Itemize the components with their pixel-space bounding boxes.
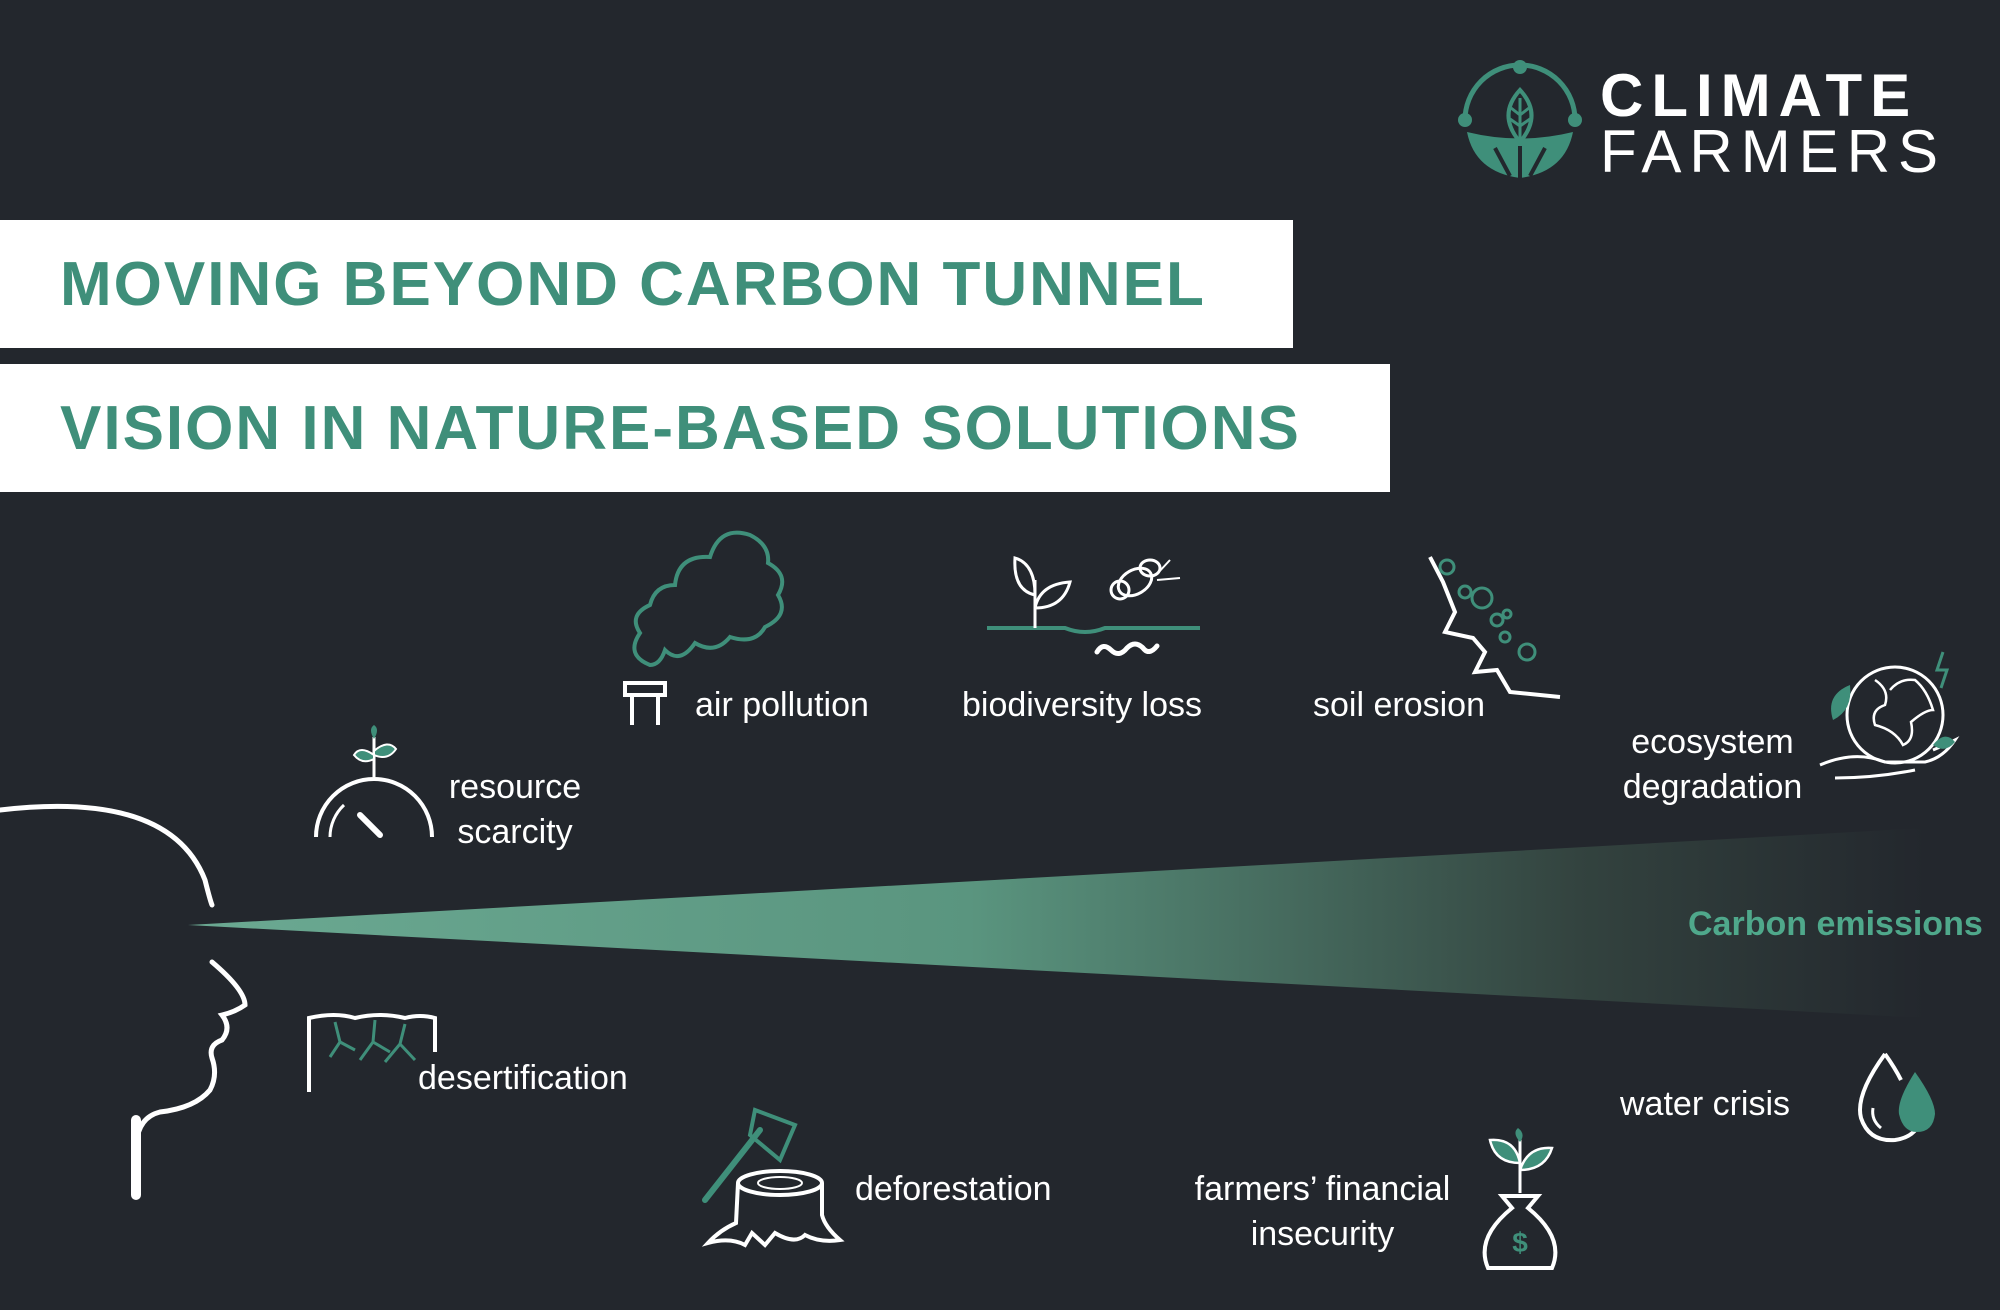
title-banner-1: MOVING BEYOND CARBON TUNNEL (0, 220, 1293, 348)
dry-roots-icon (307, 1013, 437, 1092)
financial-insecurity-line1: farmers’ financial (1194, 1170, 1451, 1208)
brand-wordmark: CLIMATE FARMERS (1600, 62, 1947, 185)
plant-bee-worm-icon (987, 556, 1200, 656)
biodiversity-loss-label: biodiversity loss (962, 686, 1202, 724)
water-crisis-label: water crisis (1620, 1085, 1791, 1123)
soil-erosion-label: soil erosion (1313, 686, 1485, 724)
title-line1: MOVING BEYOND CARBON TUNNEL (60, 249, 1206, 319)
ecosystem-degradation-line2: degradation (1622, 768, 1803, 806)
gauge-sprout-icon (314, 725, 434, 838)
financial-insecurity-line2: insecurity (1250, 1215, 1395, 1253)
smokestack-cloud-icon (623, 530, 785, 725)
title-banner-2: VISION IN NATURE-BASED SOLUTIONS (0, 364, 1390, 492)
carbon-emissions-label: Carbon emissions (1688, 905, 1983, 943)
resource-scarcity-label: resource scarcity (440, 765, 590, 855)
deforestation-label: deforestation (855, 1170, 1052, 1208)
resource-scarcity-line2: scarcity (457, 813, 573, 851)
head-profile-icon (0, 803, 248, 1198)
eroding-slope-icon (1428, 556, 1561, 699)
resource-scarcity-line1: resource (448, 768, 582, 806)
climate-farmers-logo-icon (1458, 60, 1582, 178)
svg-text:$: $ (1512, 1227, 1528, 1258)
brand-line2: FARMERS (1600, 118, 1947, 185)
title-line2: VISION IN NATURE-BASED SOLUTIONS (60, 393, 1301, 463)
axe-stump-icon (701, 1107, 845, 1248)
financial-insecurity-label: farmers’ financial insecurity (1170, 1167, 1475, 1257)
ecosystem-degradation-label: ecosystem degradation (1600, 720, 1825, 810)
money-bag-sprout-icon: $ (1482, 1128, 1558, 1270)
brand-line1: CLIMATE (1600, 62, 1919, 129)
ecosystem-degradation-line1: ecosystem (1631, 723, 1794, 761)
desertification-label: desertification (418, 1059, 628, 1097)
air-pollution-label: air pollution (695, 686, 869, 724)
water-drops-icon (1858, 1052, 1935, 1143)
globe-hand-icon (1819, 651, 1960, 780)
